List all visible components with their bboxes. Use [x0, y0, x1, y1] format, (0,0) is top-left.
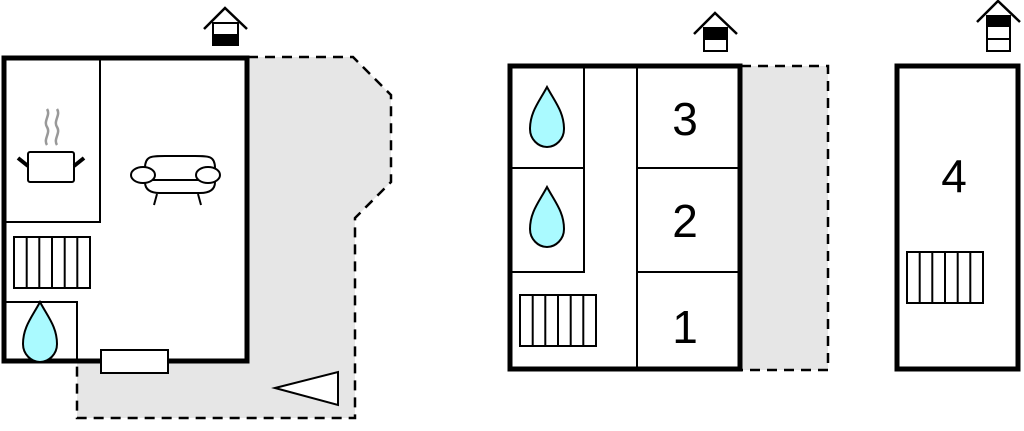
sofa-icon [130, 155, 221, 206]
house-level-icon [976, 0, 1021, 52]
plan-first-floor: 3 2 1 [507, 11, 830, 372]
terrace [75, 55, 393, 420]
room-number-3: 3 [672, 93, 698, 145]
entrance-arrow-icon [271, 370, 339, 407]
plan-second-floor: 4 [894, 0, 1021, 372]
bathrooms [510, 167, 585, 273]
room-number-4: 4 [941, 150, 967, 202]
room-number-2: 2 [672, 195, 698, 247]
radiator-icon [906, 251, 984, 304]
kitchen-icon [16, 108, 86, 183]
plan-ground-floor [1, 6, 393, 420]
house-level-icon [693, 11, 738, 52]
radiator-icon [519, 294, 597, 347]
terrace [739, 64, 830, 372]
outer-wall [507, 63, 743, 372]
window-icon [100, 349, 169, 374]
radiator-icon [13, 236, 91, 289]
room-number-1: 1 [672, 301, 698, 353]
outer-wall [894, 63, 1021, 372]
kitchen-room [4, 58, 101, 223]
bathroom-room [4, 301, 78, 361]
house-level-icon [203, 6, 248, 46]
